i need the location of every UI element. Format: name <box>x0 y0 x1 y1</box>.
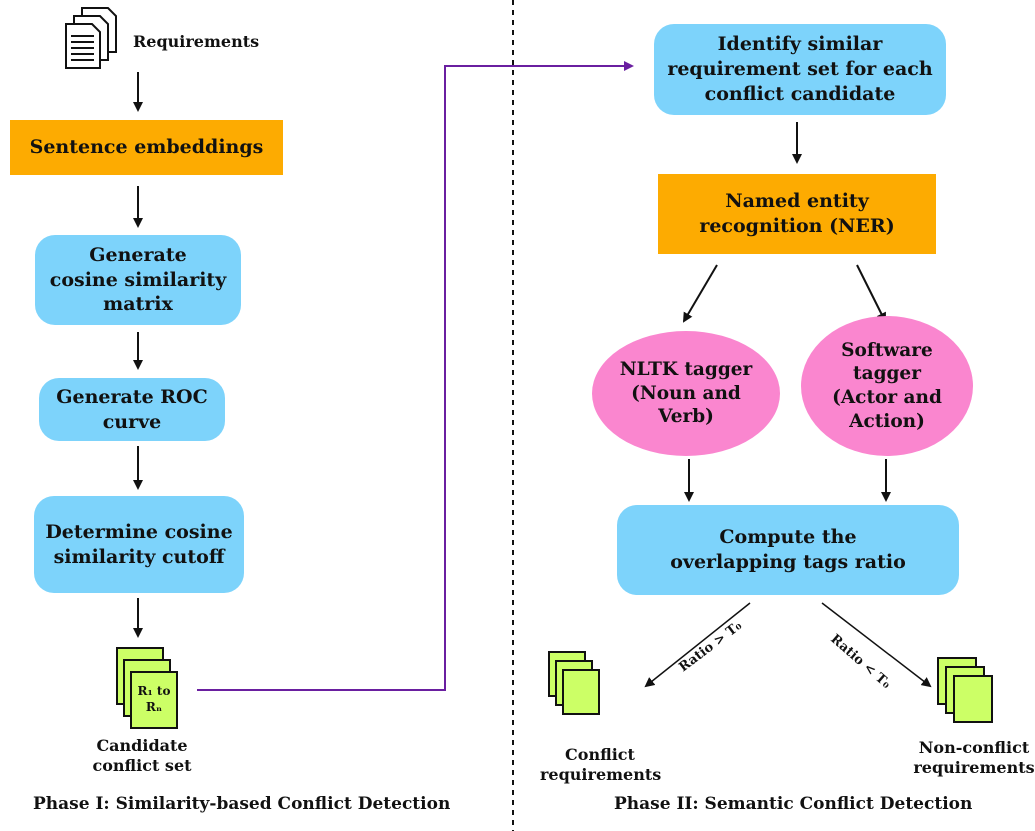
requirements-documents-icon <box>65 7 117 69</box>
nltk-tagger-node: NLTK tagger (Noun and Verb) <box>592 331 780 456</box>
cutoff-line-2: similarity cutoff <box>53 545 225 568</box>
phase-connector-arrow <box>197 61 634 691</box>
conflict-line-1: Conflict <box>565 745 635 764</box>
candidate-doc-line-1: R₁ to <box>137 684 171 698</box>
cosine-similarity-matrix-step: Generate cosine similarity matrix <box>35 235 241 325</box>
arrow-compute-to-nonconflict <box>821 602 932 688</box>
nonconflict-line-2: requirements <box>913 758 1035 777</box>
conflict-documents-icon <box>548 651 600 715</box>
nonconflict-documents-icon <box>937 657 993 723</box>
compute-ratio-step: Compute the overlapping tags ratio <box>617 505 959 595</box>
cutoff-line-1: Determine cosine <box>45 520 233 543</box>
cosine-matrix-line-2: cosine similarity <box>49 268 227 291</box>
roc-curve-line-1: Generate ROC <box>56 385 208 408</box>
phase2-title: Phase II: Semantic Conflict Detection <box>614 794 973 814</box>
software-tagger-node: Software tagger (Actor and Action) <box>801 316 973 456</box>
identify-similar-step: Identify similar requirement set for eac… <box>654 24 946 115</box>
nonconflict-requirements-label: Non-conflict requirements <box>913 738 1035 778</box>
candidate-conflict-set-label: Candidate conflict set <box>82 736 202 776</box>
ner-line-1: Named entity <box>725 190 869 213</box>
ner-line-2: recognition (NER) <box>699 215 895 237</box>
phase1-title: Phase I: Similarity-based Conflict Detec… <box>33 794 451 814</box>
edge-label-ratio-greater: Ratio > T₀ <box>676 618 745 675</box>
identify-line-3: conflict candidate <box>704 82 896 105</box>
conflict-line-2: requirements <box>540 765 662 784</box>
software-line-1: Software <box>841 339 933 361</box>
identify-line-2: requirement set for each <box>667 58 933 81</box>
requirements-label: Requirements <box>133 32 260 51</box>
edge-label-ratio-less: Ratio < T₀ <box>827 632 893 692</box>
roc-curve-line-2: curve <box>102 410 162 433</box>
software-line-2: tagger <box>853 363 921 385</box>
nltk-line-2: (Noun and <box>631 382 741 404</box>
software-line-3: (Actor and <box>832 387 942 408</box>
similarity-cutoff-step: Determine cosine similarity cutoff <box>34 496 244 593</box>
ner-step: Named entity recognition (NER) <box>658 174 936 254</box>
nltk-line-1: NLTK tagger <box>619 358 753 380</box>
candidate-doc-text: R₁ to Rₙ <box>131 684 177 715</box>
nonconflict-line-1: Non-conflict <box>918 738 1030 757</box>
arrow-compute-to-conflict <box>644 602 751 688</box>
software-line-4: Action) <box>849 410 925 432</box>
compute-line-2: overlapping tags ratio <box>670 551 906 573</box>
candidate-label-line-2: conflict set <box>92 756 192 775</box>
candidate-documents-icon <box>116 647 178 729</box>
nltk-line-3: Verb) <box>658 406 714 428</box>
conflict-requirements-label: Conflict requirements <box>540 745 662 785</box>
cosine-matrix-line-1: Generate <box>89 243 187 266</box>
identify-line-1: Identify similar <box>717 33 883 56</box>
arrow-ner-to-nltk <box>682 264 718 323</box>
candidate-doc-line-2: Rₙ <box>145 699 163 714</box>
candidate-label-line-1: Candidate <box>96 736 188 755</box>
sentence-embeddings-step: Sentence embeddings <box>10 120 283 175</box>
roc-curve-step: Generate ROC curve <box>39 378 225 441</box>
arrow-ner-to-software <box>856 264 886 323</box>
compute-line-1: Compute the <box>719 526 857 549</box>
cosine-matrix-line-3: matrix <box>103 293 173 316</box>
